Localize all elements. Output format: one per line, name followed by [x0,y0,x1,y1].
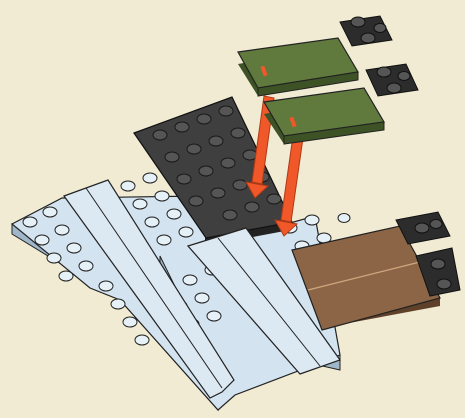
olive-green-tile [238,16,392,96]
